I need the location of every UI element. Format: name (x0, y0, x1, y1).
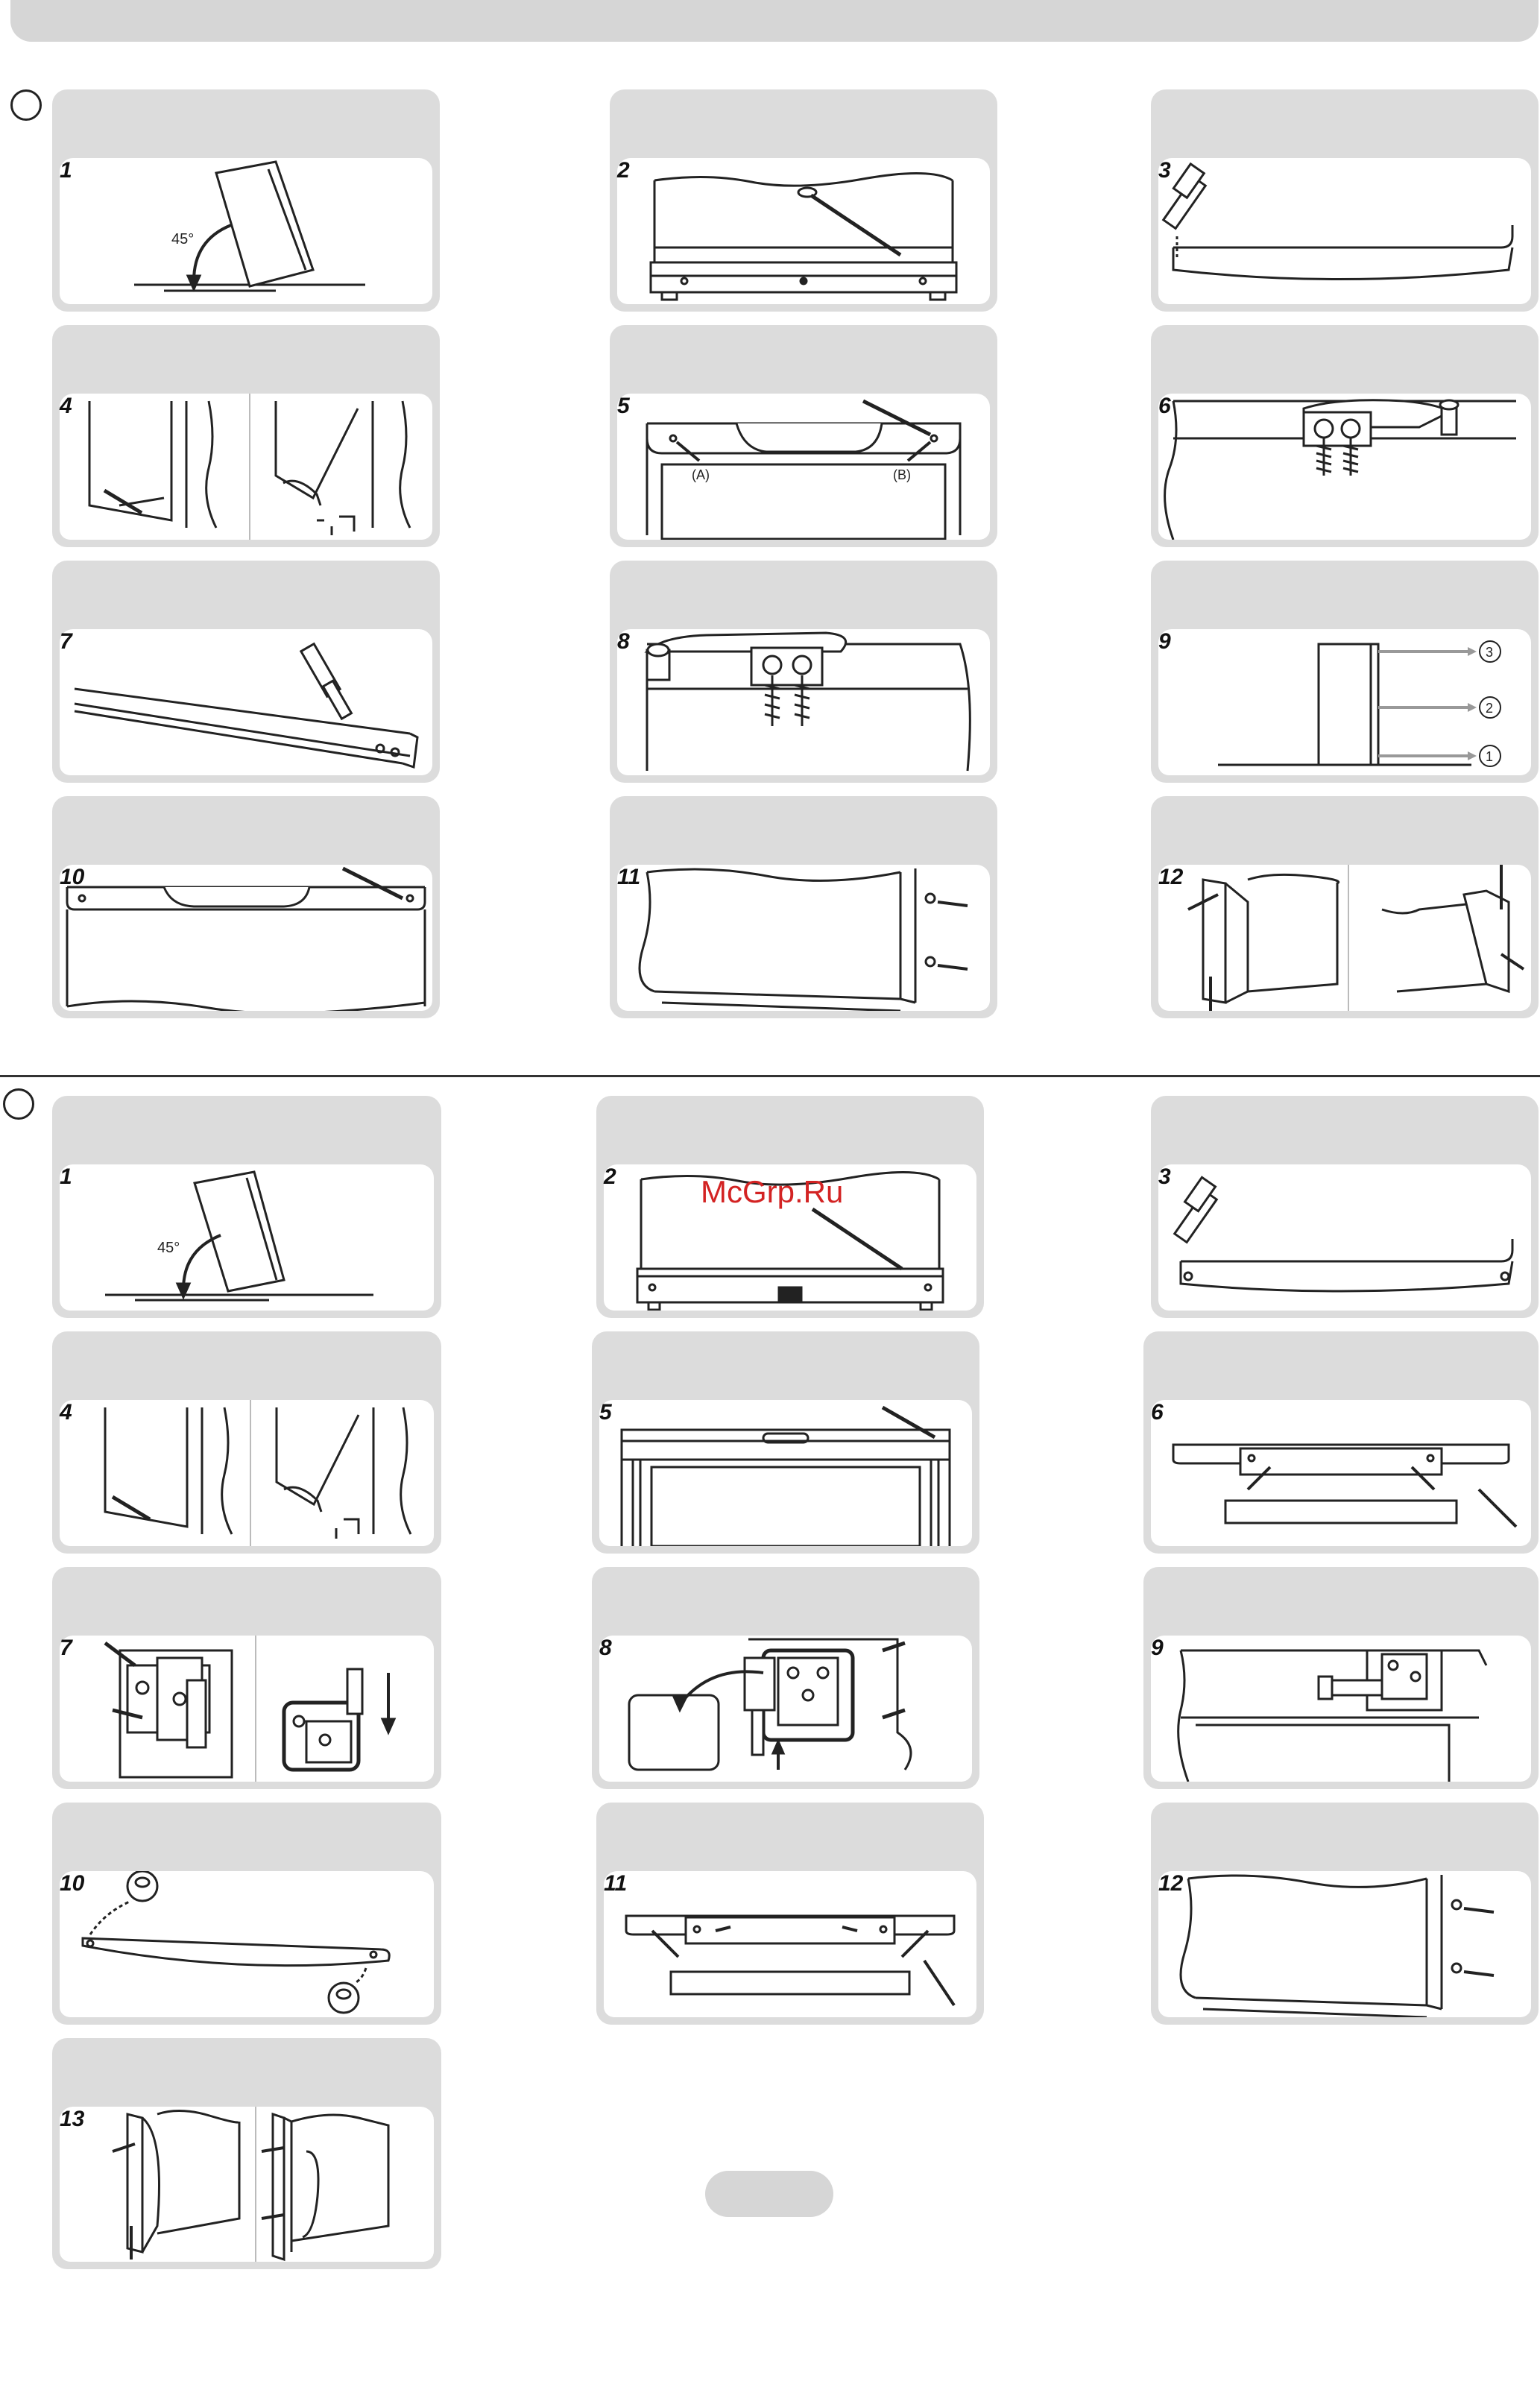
step-a8-illustration (617, 629, 990, 775)
step-b11-panel: 11 (596, 1803, 984, 2025)
step-number: 5 (617, 394, 630, 419)
step-b8-illustration (599, 1636, 972, 1782)
step-a7-panel: 7 (52, 561, 440, 783)
step-b13-illustration (60, 2107, 434, 2262)
step-b6-illustration (1151, 1400, 1531, 1546)
step-a11-illustration (617, 865, 990, 1011)
step-a10-panel: 10 (52, 796, 440, 1018)
step-a9-illustration: 1 2 3 3 2 1 (1158, 629, 1531, 775)
step-b13-panel: 13 (52, 2038, 441, 2269)
label-b: (B) (893, 467, 911, 482)
step-a7-illustration (60, 629, 432, 775)
step-number: 12 (1158, 865, 1183, 890)
step-number: 12 (1158, 1871, 1183, 1896)
step-number: 8 (599, 1636, 612, 1661)
step-b9-illustration (1151, 1636, 1531, 1782)
step-a12-panel: 12 (1151, 796, 1539, 1018)
watermark: McGrp.Ru (701, 1174, 843, 1210)
step-number: 1 (60, 1164, 72, 1190)
sequence-2: 2 (1440, 629, 1449, 630)
step-b9-panel: 9 (1143, 1567, 1539, 1789)
step-b11-illustration (604, 1871, 976, 2017)
angle-label: 45° (157, 1240, 180, 1256)
page-number-tab (705, 2171, 833, 2217)
step-number: 1 (60, 158, 72, 183)
step-a10-illustration (60, 865, 432, 1011)
step-a11-panel: 11 (610, 796, 997, 1018)
step-a5-illustration: (A) (B) (617, 394, 990, 540)
step-number: 2 (617, 158, 630, 183)
step-b12-panel: 12 (1151, 1803, 1539, 2025)
step-a4-panel: 4 (52, 325, 440, 547)
step-b3-panel: 3 (1151, 1096, 1539, 1318)
step-number: 4 (60, 1400, 72, 1425)
step-b10-panel: 10 (52, 1803, 441, 2025)
step-a2-panel: 2 (610, 89, 997, 312)
step-a3-panel: 3 (1151, 89, 1539, 312)
step-b1-illustration: 45° (60, 1164, 434, 1311)
step-number: 7 (60, 1636, 72, 1661)
arrow-label-2: 2 (1486, 701, 1493, 716)
section-divider (0, 1075, 1540, 1077)
step-number: 11 (604, 1871, 627, 1896)
step-b4-panel: 4 (52, 1331, 441, 1554)
step-a9-panel: 9 1 2 3 3 2 1 (1151, 561, 1539, 783)
step-number: 13 (60, 2107, 84, 2132)
step-b10-illustration (60, 1871, 434, 2017)
step-a8-panel: 8 (610, 561, 997, 783)
step-number: 10 (60, 1871, 84, 1896)
step-number: 10 (60, 865, 84, 890)
step-b3-illustration (1158, 1164, 1531, 1311)
step-number: 7 (60, 629, 72, 655)
step-number: 2 (604, 1164, 616, 1190)
step-b5-panel: 5 (592, 1331, 979, 1554)
section-b-marker (3, 1088, 34, 1120)
step-b12-illustration (1158, 1871, 1531, 2017)
step-a6-panel: 6 (1151, 325, 1539, 547)
step-b6-panel: 6 (1143, 1331, 1539, 1554)
step-number: 5 (599, 1400, 612, 1425)
step-b7-panel: 7 (52, 1567, 441, 1789)
sequence-1: 1 (1395, 629, 1404, 630)
step-a2-illustration (617, 158, 990, 304)
section-a-marker (10, 89, 42, 121)
step-number: 9 (1158, 629, 1171, 655)
step-number: 6 (1151, 1400, 1164, 1425)
step-number: 3 (1158, 158, 1171, 183)
step-a4-illustration (60, 394, 432, 540)
step-b7-illustration (60, 1636, 434, 1782)
angle-label: 45° (171, 231, 194, 247)
step-a6-illustration (1158, 394, 1531, 540)
step-a5-panel: 5 (A) (B) (610, 325, 997, 547)
arrow-label-3: 3 (1486, 645, 1493, 660)
step-a1-panel: 1 45° (52, 89, 440, 312)
step-number: 8 (617, 629, 630, 655)
step-number: 9 (1151, 1636, 1164, 1661)
step-a12-illustration (1158, 865, 1531, 1011)
step-number: 4 (60, 394, 72, 419)
step-a1-illustration: 45° (60, 158, 432, 304)
step-a3-illustration (1158, 158, 1531, 304)
step-b5-illustration (599, 1400, 972, 1546)
header-bar (10, 0, 1539, 42)
step-number: 6 (1158, 394, 1171, 419)
step-b8-panel: 8 (592, 1567, 979, 1789)
sequence-3: 3 (1485, 629, 1494, 630)
step-number: 11 (617, 865, 640, 890)
arrow-label-1: 1 (1486, 749, 1493, 764)
label-a: (A) (692, 467, 710, 482)
step-b1-panel: 1 45° (52, 1096, 441, 1318)
step-b4-illustration (60, 1400, 434, 1546)
step-number: 3 (1158, 1164, 1171, 1190)
